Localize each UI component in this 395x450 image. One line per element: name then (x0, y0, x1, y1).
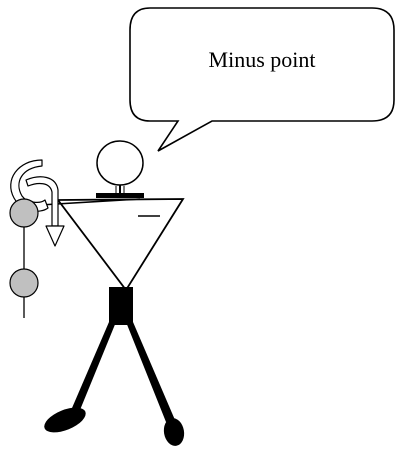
speech-bubble-outline (129, 7, 395, 152)
torso (56, 198, 185, 292)
right-leg (126, 322, 175, 422)
right-foot (163, 418, 185, 446)
bead-upper (9, 198, 39, 228)
speech-bubble-text: Minus point (209, 47, 316, 72)
curved-down-arrow-icon (10, 159, 65, 247)
bead-lower (9, 268, 39, 298)
shoulder-bar (96, 193, 144, 198)
left-foot (44, 407, 86, 433)
rotation-arrow-head (45, 225, 65, 247)
waist (109, 287, 133, 325)
left-leg (72, 322, 116, 410)
rotation-arrow-outline (10, 159, 49, 212)
head (96, 140, 144, 186)
speech-bubble: Minus point (129, 7, 395, 152)
